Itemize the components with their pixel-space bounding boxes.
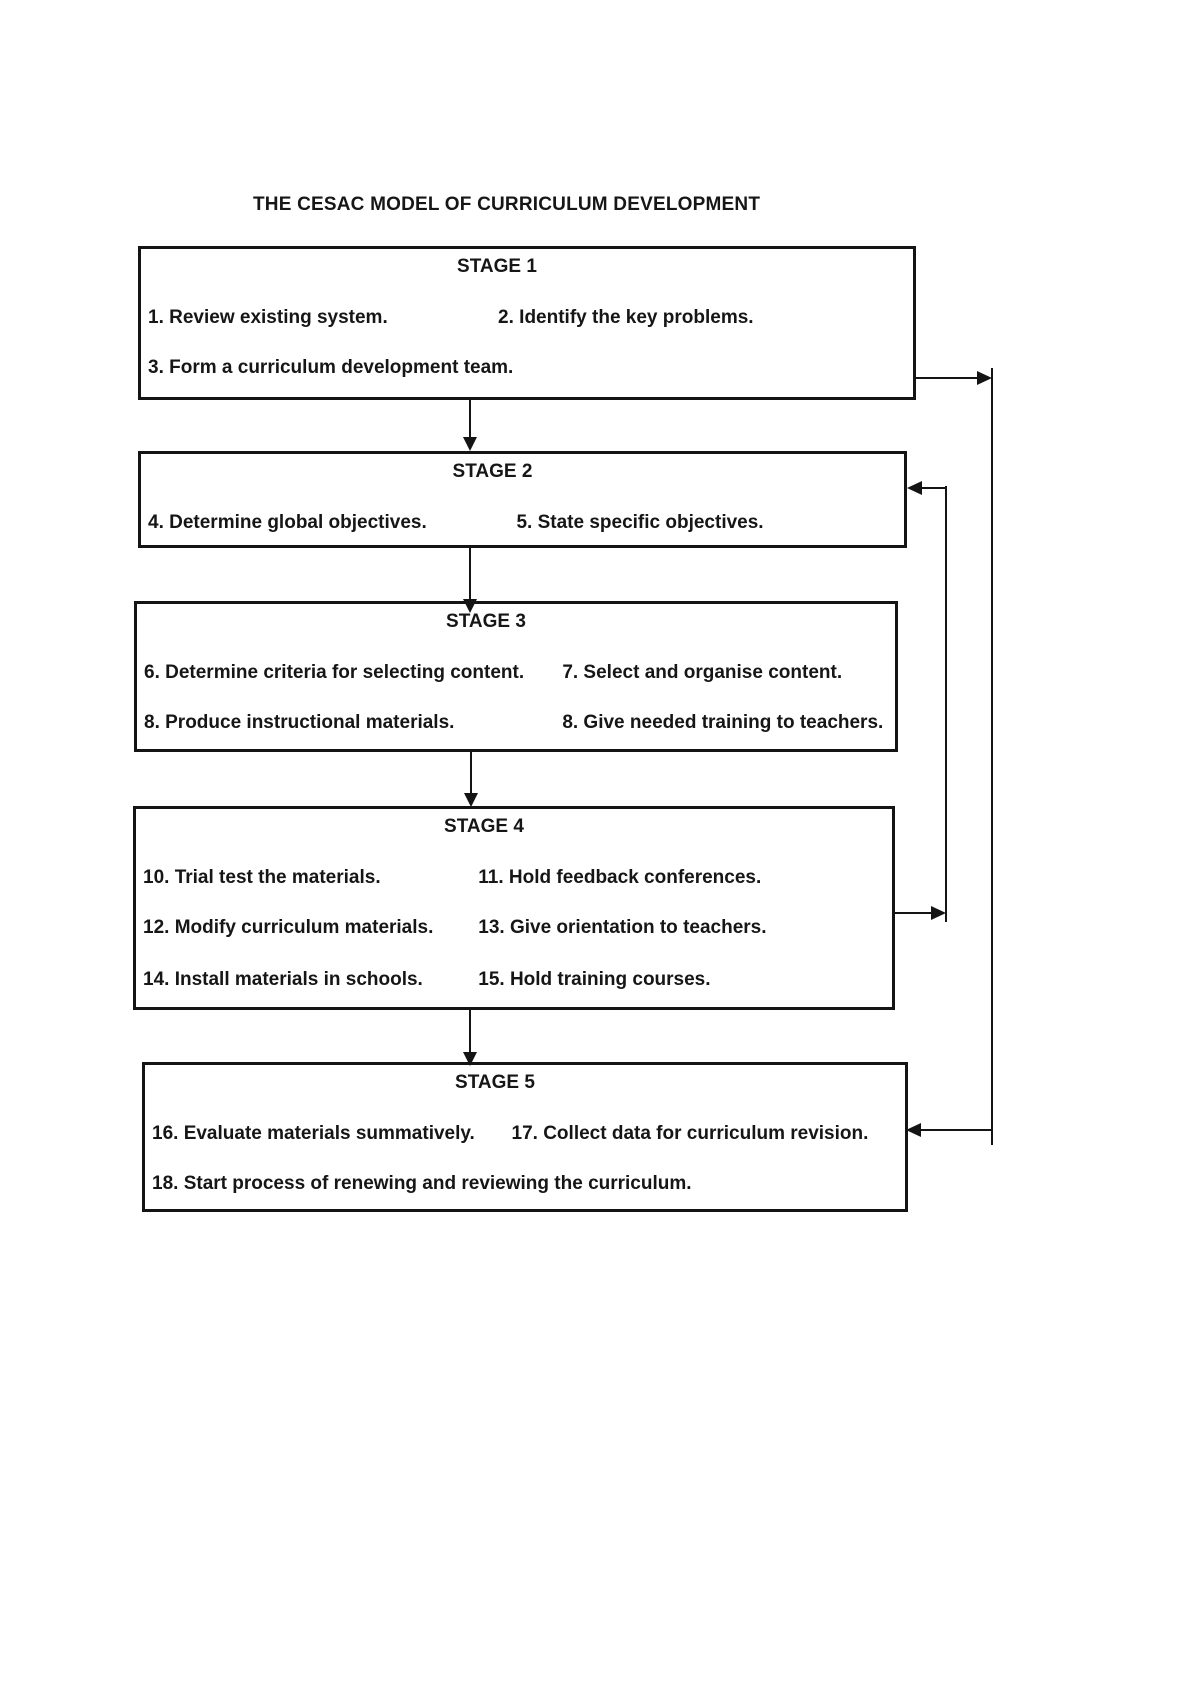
item-14: 14. Install materials in schools.: [143, 969, 423, 990]
item-16: 16. Evaluate materials summatively.: [152, 1123, 475, 1144]
stage-4-box: STAGE 4 10. Trial test the materials. 11…: [133, 806, 895, 1010]
connector-line: [991, 368, 993, 1145]
arrow-stage-4-to-stage-5-icon: [463, 1010, 477, 1066]
stage-2-label: STAGE 2: [452, 461, 533, 482]
item-15: 15. Hold training courses.: [478, 969, 711, 990]
arrow-left-icon: [907, 481, 922, 495]
arrow-stage-1-to-stage-2-icon: [463, 400, 477, 451]
arrow-right-icon: [931, 906, 946, 920]
item-8a: 8. Produce instructional materials.: [144, 712, 455, 733]
stage-4-label: STAGE 4: [444, 816, 524, 837]
item-4: 4. Determine global objectives.: [148, 512, 427, 533]
item-8b: 8. Give needed training to teachers.: [562, 712, 884, 733]
item-11: 11. Hold feedback conferences.: [478, 867, 762, 888]
connector-line: [921, 1129, 993, 1131]
connector-line: [945, 486, 947, 922]
stage-3-label: STAGE 3: [446, 611, 526, 632]
connector-line: [922, 487, 947, 489]
item-7: 7. Select and organise content.: [562, 662, 843, 683]
stage-4-row-3: 14. Install materials in schools. 15. Ho…: [136, 968, 892, 992]
stage-5-box: STAGE 5 16. Evaluate materials summative…: [142, 1062, 908, 1212]
stage-1-row-1: 1. Review existing system. 2. Identify t…: [141, 306, 913, 330]
item-12: 12. Modify curriculum materials.: [143, 917, 434, 938]
arrow-stage-2-to-stage-3-icon: [463, 548, 477, 613]
stage-1-label: STAGE 1: [457, 256, 537, 277]
stage-3-box: STAGE 3 6. Determine criteria for select…: [134, 601, 898, 752]
stage-1-row-2: 3. Form a curriculum development team.: [141, 356, 913, 380]
item-17: 17. Collect data for curriculum revision…: [511, 1123, 869, 1144]
item-5: 5. State specific objectives.: [516, 512, 764, 533]
stage-4-row-1: 10. Trial test the materials. 11. Hold f…: [136, 866, 892, 890]
item-13: 13. Give orientation to teachers.: [478, 917, 767, 938]
item-1: 1. Review existing system.: [148, 307, 388, 328]
item-10: 10. Trial test the materials.: [143, 867, 381, 888]
item-2: 2. Identify the key problems.: [498, 307, 754, 328]
stage-3-row-2: 8. Produce instructional materials. 8. G…: [137, 711, 895, 735]
diagram-title: THE CESAC MODEL OF CURRICULUM DEVELOPMEN…: [253, 194, 761, 215]
stage-5-label: STAGE 5: [455, 1072, 535, 1093]
item-18: 18. Start process of renewing and review…: [152, 1173, 692, 1194]
stage-4-row-2: 12. Modify curriculum materials. 13. Giv…: [136, 916, 892, 940]
connector-line: [916, 377, 977, 379]
stage-2-box: STAGE 2 4. Determine global objectives. …: [138, 451, 907, 548]
arrow-left-icon: [906, 1123, 921, 1137]
item-3: 3. Form a curriculum development team.: [148, 357, 514, 378]
arrow-right-icon: [977, 371, 992, 385]
stage-3-row-1: 6. Determine criteria for selecting cont…: [137, 661, 895, 685]
stage-5-row-2: 18. Start process of renewing and review…: [145, 1172, 905, 1196]
arrow-stage-3-to-stage-4-icon: [464, 752, 478, 807]
stage-1-box: STAGE 1 1. Review existing system. 2. Id…: [138, 246, 916, 400]
stage-5-row-1: 16. Evaluate materials summatively. 17. …: [145, 1122, 905, 1146]
connector-line: [895, 912, 931, 914]
stage-2-row-1: 4. Determine global objectives. 5. State…: [141, 511, 904, 535]
item-6: 6. Determine criteria for selecting cont…: [144, 662, 525, 683]
